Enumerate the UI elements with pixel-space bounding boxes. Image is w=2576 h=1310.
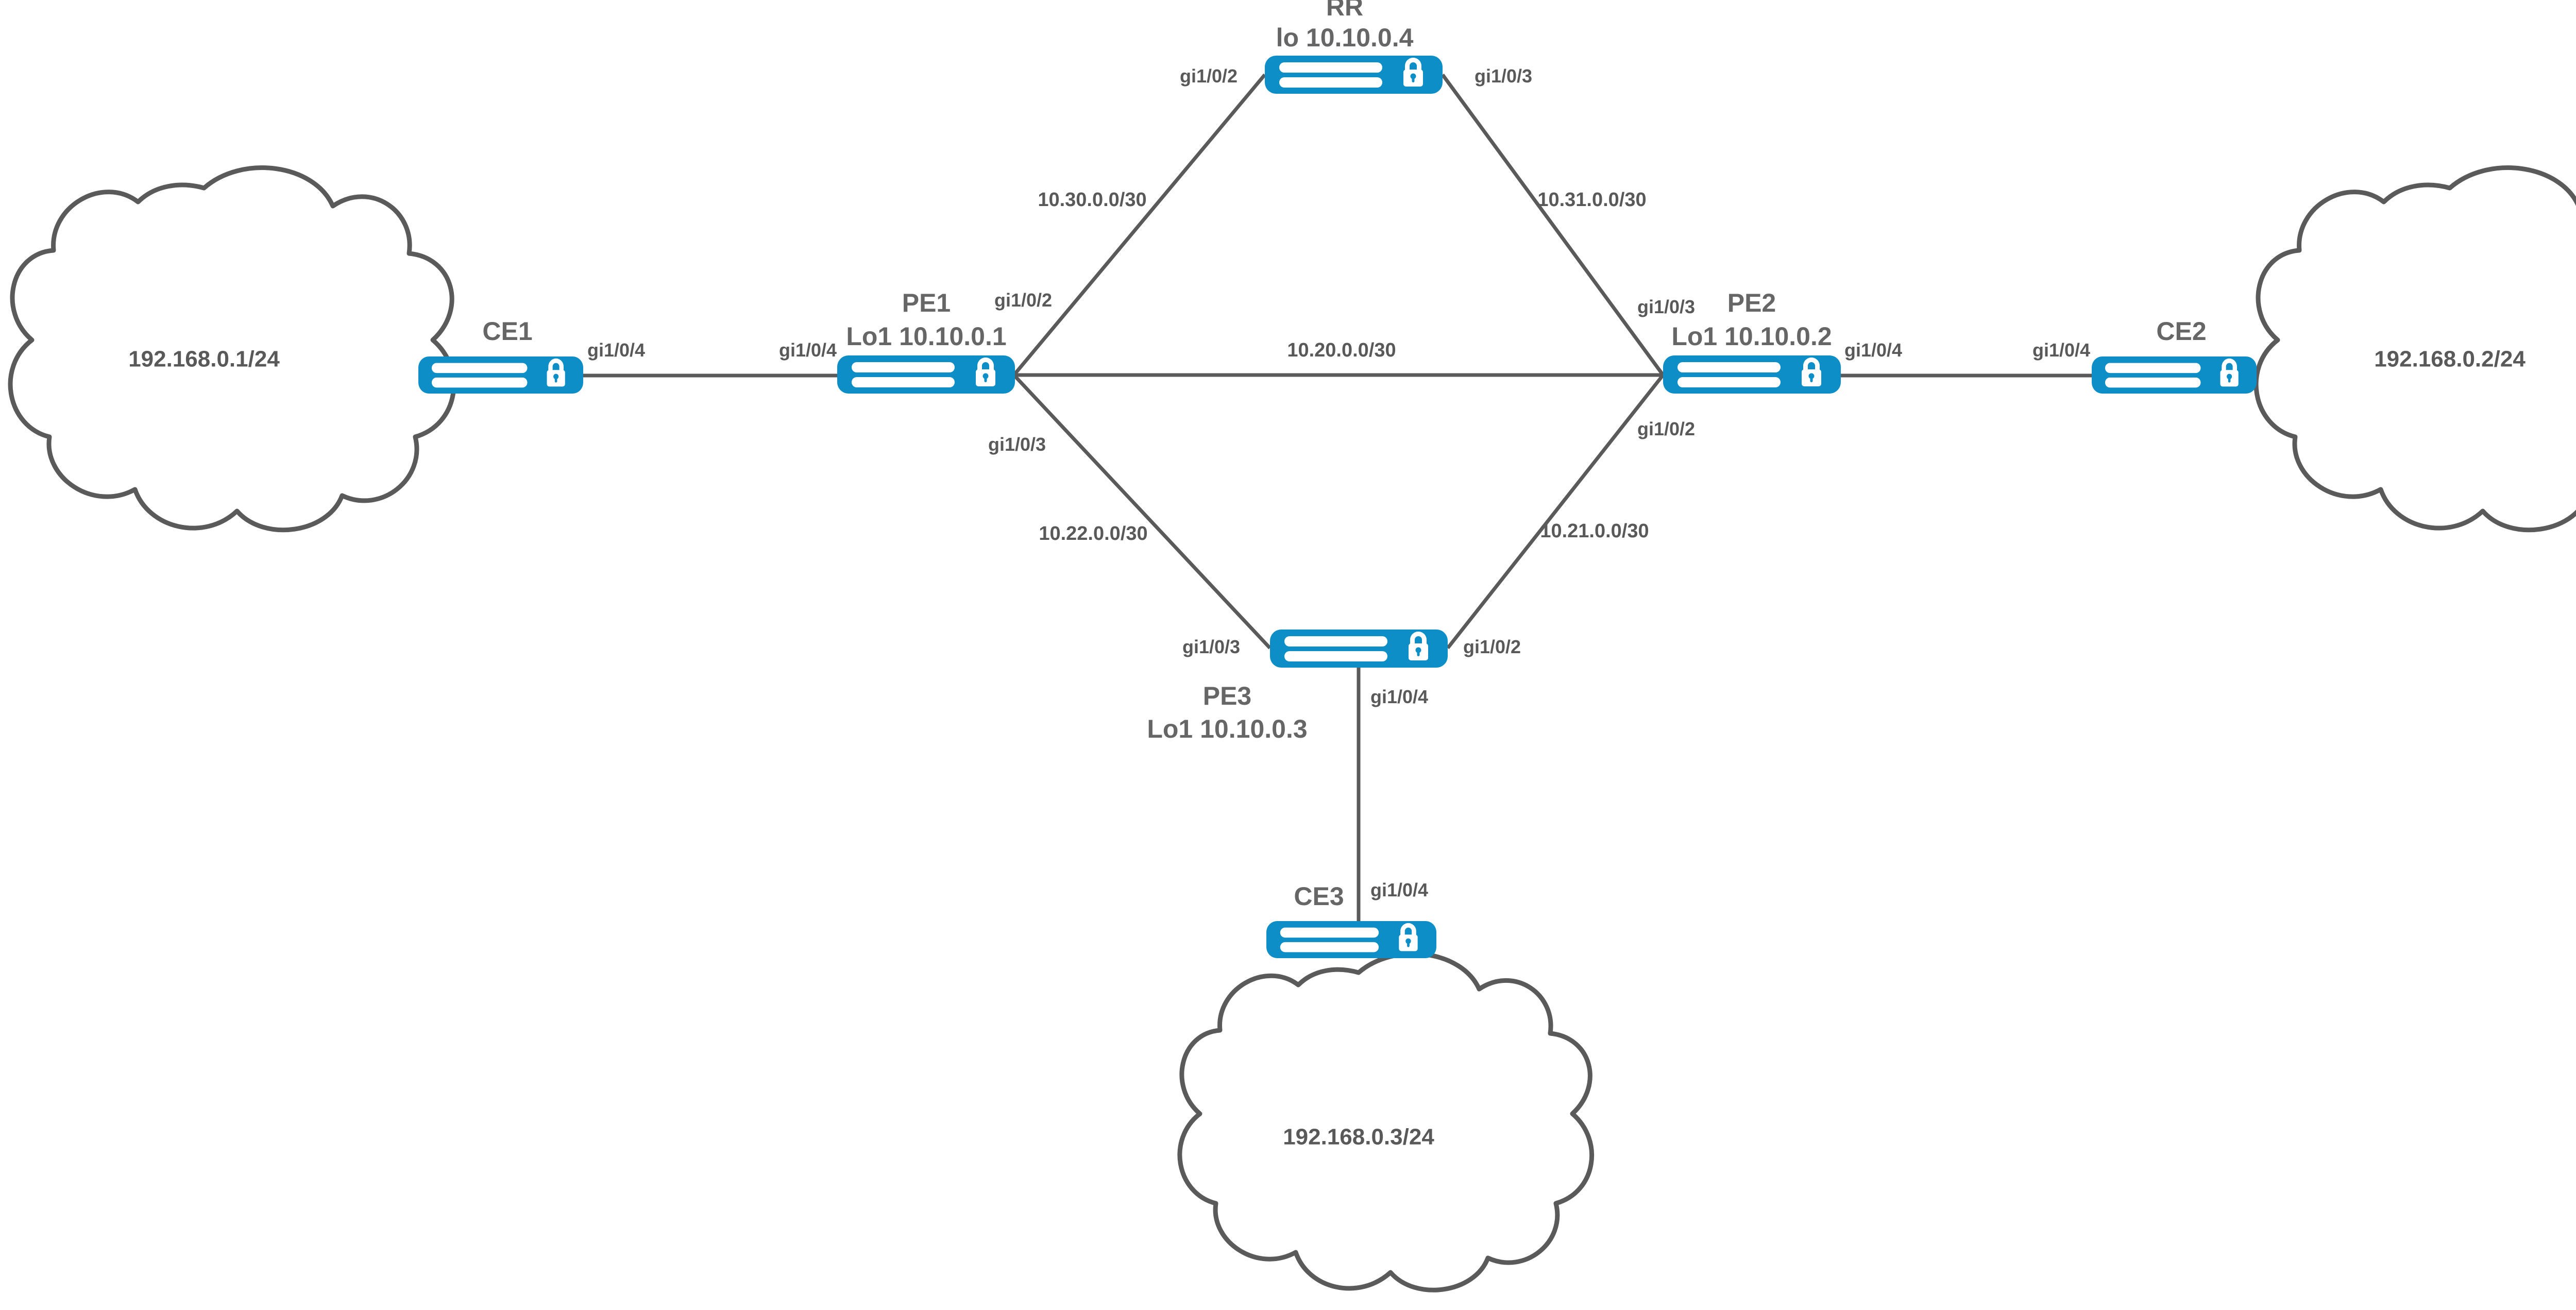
- interface-label-pe3-gi1-0-2: gi1/0/2: [1463, 636, 1521, 657]
- router-loopback-rr: lo 10.10.0.4: [1276, 23, 1414, 52]
- cloud-ce3: 192.168.0.3/24: [1177, 951, 1595, 1292]
- link-pe1-pe3[interactable]: [1012, 373, 1272, 650]
- clouds-layer: 192.168.0.1/24 192.168.0.2/24 192.168.0.…: [8, 165, 2576, 1292]
- subnet-label-pe3-pe2: 10.21.0.0/30: [1540, 520, 1649, 542]
- interface-label-pe3-gi1-0-4: gi1/0/4: [1370, 686, 1428, 707]
- router-pe3[interactable]: PE3 Lo1 10.10.0.3: [1147, 630, 1448, 743]
- router-label-ce3: CE3: [1294, 882, 1344, 911]
- router-icon-ce1[interactable]: [418, 356, 583, 394]
- subnet-label-pe1-pe2: 10.20.0.0/30: [1287, 339, 1396, 361]
- cloud-ce2: 192.168.0.2/24: [2253, 165, 2576, 533]
- router-icon-ce3[interactable]: [1266, 921, 1436, 958]
- interface-labels-layer: gi1/0/4 gi1/0/4 gi1/0/2 gi1/0/3 gi1/0/2 …: [587, 65, 2090, 900]
- subnet-labels-layer: 10.30.0.0/30 10.31.0.0/30 10.20.0.0/30 1…: [1038, 189, 1649, 545]
- router-rr[interactable]: RR lo 10.10.0.4: [1265, 0, 1443, 94]
- router-label-pe2: PE2: [1727, 288, 1776, 317]
- router-label-ce2: CE2: [2156, 317, 2206, 346]
- router-label-pe1: PE1: [902, 288, 951, 317]
- interface-label-pe2-gi1-0-4: gi1/0/4: [1844, 339, 1902, 361]
- router-label-rr: RR: [1326, 0, 1363, 21]
- router-icon-ce2[interactable]: [2092, 356, 2257, 394]
- link-rr-pe2[interactable]: [1441, 73, 1665, 377]
- router-label-pe3: PE3: [1203, 682, 1252, 710]
- interface-label-ce3-gi1-0-4: gi1/0/4: [1370, 879, 1428, 900]
- router-label-ce1: CE1: [482, 317, 532, 346]
- interface-label-pe3-gi1-0-3: gi1/0/3: [1182, 636, 1240, 657]
- interface-label-pe1-gi1-0-4: gi1/0/4: [779, 339, 837, 361]
- interface-label-rr-gi1-0-3: gi1/0/3: [1475, 65, 1532, 87]
- link-pe1-rr[interactable]: [1012, 73, 1266, 377]
- router-loopback-pe2: Lo1 10.10.0.2: [1671, 322, 1832, 351]
- interface-label-ce2-gi1-0-4: gi1/0/4: [2032, 339, 2090, 361]
- interface-label-ce1-gi1-0-4: gi1/0/4: [587, 339, 645, 361]
- interface-label-rr-gi1-0-2: gi1/0/2: [1180, 65, 1238, 87]
- interface-label-pe2-gi1-0-2: gi1/0/2: [1637, 418, 1695, 439]
- routers-layer: CE1 PE1 Lo1 10.10.0.1 RR lo 10.10.0.4 PE…: [418, 0, 2257, 958]
- router-loopback-pe1: Lo1 10.10.0.1: [846, 322, 1006, 351]
- link-pe3-pe2[interactable]: [1446, 373, 1665, 650]
- links-layer: [583, 73, 2092, 921]
- cloud-label-bottom: 192.168.0.3/24: [1283, 1125, 1434, 1150]
- router-ce2[interactable]: CE2: [2092, 317, 2257, 394]
- interface-label-pe1-gi1-0-2: gi1/0/2: [994, 290, 1052, 311]
- interface-label-pe2-gi1-0-3: gi1/0/3: [1637, 296, 1695, 317]
- subnet-label-rr-pe2: 10.31.0.0/30: [1537, 189, 1646, 211]
- router-icon-pe3[interactable]: [1270, 630, 1448, 668]
- cloud-shape-right: [2253, 165, 2576, 533]
- router-icon-pe1[interactable]: [837, 355, 1015, 394]
- cloud-shape-left: [8, 165, 456, 533]
- cloud-shape-bottom: [1177, 951, 1595, 1292]
- router-pe1[interactable]: PE1 Lo1 10.10.0.1: [837, 288, 1015, 394]
- router-pe2[interactable]: PE2 Lo1 10.10.0.2: [1663, 288, 1841, 394]
- router-ce3[interactable]: CE3: [1266, 882, 1436, 958]
- router-icon-pe2[interactable]: [1663, 355, 1841, 394]
- subnet-label-pe1-pe3: 10.22.0.0/30: [1039, 523, 1147, 545]
- subnet-label-pe1-rr: 10.30.0.0/30: [1038, 189, 1146, 211]
- cloud-ce1: 192.168.0.1/24: [8, 165, 456, 533]
- interface-label-pe1-gi1-0-3: gi1/0/3: [988, 434, 1046, 455]
- router-ce1[interactable]: CE1: [418, 317, 583, 394]
- router-loopback-pe3: Lo1 10.10.0.3: [1147, 714, 1307, 743]
- cloud-label-right: 192.168.0.2/24: [2374, 347, 2526, 372]
- router-icon-rr[interactable]: [1265, 56, 1443, 94]
- cloud-label-left: 192.168.0.1/24: [128, 347, 280, 372]
